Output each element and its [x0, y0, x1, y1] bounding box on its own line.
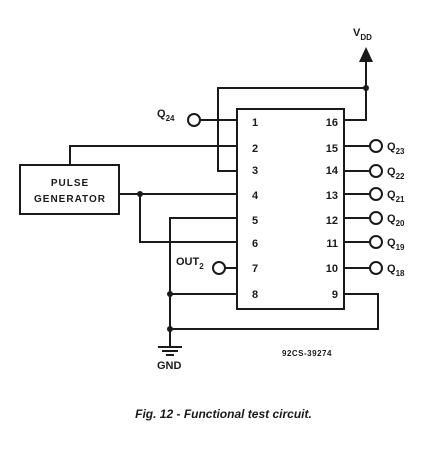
q24-terminal: [187, 113, 238, 127]
gnd-label: GND: [157, 360, 182, 372]
q22-terminal: [343, 164, 383, 178]
pin-1-label: 1: [252, 117, 258, 129]
pin-12-label: 12: [326, 215, 338, 227]
q19-terminal: [343, 235, 383, 249]
q19-label: Q19: [387, 237, 405, 252]
q18-terminal: [343, 261, 383, 275]
out2-label: OUT2: [176, 256, 204, 271]
ground-symbol: [158, 346, 182, 356]
pin-9-label: 9: [332, 289, 338, 301]
q21-terminal: [343, 187, 383, 201]
pulse-generator-label-1: PULSE: [51, 178, 89, 189]
pin-3-label: 3: [252, 165, 258, 177]
pin-10-label: 10: [326, 263, 338, 275]
vdd-supply: [217, 47, 373, 172]
pin-11-label: 11: [326, 238, 338, 250]
ground-network: [167, 217, 379, 348]
pulse-generator-label-2: GENERATOR: [34, 194, 106, 205]
q20-terminal: [343, 211, 383, 225]
q23-terminal: [343, 139, 383, 153]
vdd-label: VDD: [353, 27, 372, 42]
figure-caption: Fig. 12 - Functional test circuit.: [135, 407, 312, 421]
pin-7-label: 7: [252, 263, 258, 275]
q23-label: Q23: [387, 141, 405, 156]
pin-16-label: 16: [326, 117, 338, 129]
pin-2-label: 2: [252, 143, 258, 155]
q22-label: Q22: [387, 166, 405, 181]
pulse-generator-box: [19, 164, 120, 215]
pin-6-label: 6: [252, 238, 258, 250]
figure-code: 92CS-39274: [282, 349, 332, 358]
ic-package: [236, 108, 345, 310]
pin-5-label: 5: [252, 215, 258, 227]
pin-14-label: 14: [326, 165, 339, 177]
pulse-generator-wiring: [69, 145, 238, 243]
q24-label: Q24: [157, 108, 175, 123]
pin-13-label: 13: [326, 190, 338, 202]
q18-label: Q18: [387, 263, 405, 278]
pin-4-label: 4: [252, 190, 259, 202]
q20-label: Q20: [387, 213, 405, 228]
out2-terminal: [212, 261, 238, 275]
pin-15-label: 15: [326, 143, 338, 155]
pin-8-label: 8: [252, 289, 258, 301]
q21-label: Q21: [387, 189, 405, 204]
